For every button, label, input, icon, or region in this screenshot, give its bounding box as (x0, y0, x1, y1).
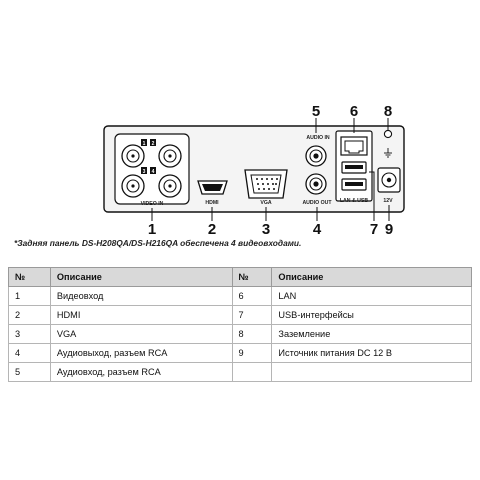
table-row: 4 Аудиовыход, разъем RCA 9 Источник пита… (8, 343, 472, 363)
cell-description: Видеовход (49, 286, 233, 306)
cell-description: HDMI (49, 305, 233, 325)
cell-number: 8 (231, 324, 273, 344)
table-row: 1 Видеовход 6 LAN (8, 286, 472, 306)
callout-2: 2 (208, 221, 216, 236)
header-description: Описание (271, 267, 472, 287)
cell-number: 7 (231, 305, 273, 325)
footnote: *Задняя панель DS-H208QA/DS-H216QA обесп… (14, 238, 302, 248)
audio-in-label: AUDIO IN (306, 135, 330, 141)
vga-label: VGA (260, 200, 271, 206)
bnc-number-1: 1 (143, 141, 146, 147)
dc-power-jack-icon (377, 167, 401, 193)
video-in-group: 1 2 3 4 VIDEO IN (114, 133, 190, 207)
power-label: 12V (383, 198, 393, 204)
table-row: 5 Аудиовход, разъем RCA (8, 362, 472, 382)
cell-number (231, 362, 273, 382)
cell-description (271, 362, 472, 382)
hdmi-label: HDMI (205, 200, 219, 206)
bnc-connector-icon (158, 174, 182, 198)
bnc-number-2: 2 (152, 141, 155, 147)
spec-table: № Описание № Описание 1 Видеовход 6 LAN … (8, 267, 472, 382)
lan-port-icon (340, 136, 368, 156)
table-header-row: № Описание № Описание (8, 267, 472, 287)
bnc-number-4: 4 (152, 169, 155, 175)
cell-description: USB-интерфейсы (271, 305, 472, 325)
lan-usb-label: LAN & USB (340, 198, 368, 204)
callout-6: 6 (350, 103, 358, 120)
cell-description: LAN (271, 286, 472, 306)
cell-number: 1 (8, 286, 51, 306)
vga-port-icon (244, 169, 288, 199)
callout-3: 3 (262, 221, 270, 236)
cell-description: VGA (49, 324, 233, 344)
table-row: 2 HDMI 7 USB-интерфейсы (8, 305, 472, 325)
audio-out-label: AUDIO OUT (302, 200, 332, 206)
usb-port-icon (341, 161, 367, 174)
callout-7: 7 (370, 221, 378, 236)
callout-8: 8 (384, 103, 392, 120)
usb-port-icon (341, 178, 367, 191)
header-number: № (8, 267, 51, 287)
bnc-number-3: 3 (143, 169, 146, 175)
cell-number: 5 (8, 362, 51, 382)
callout-1: 1 (148, 221, 156, 236)
bnc-connector-icon (158, 144, 182, 168)
cell-description: Аудиовход, разъем RCA (49, 362, 233, 382)
hdmi-port-icon (197, 180, 228, 195)
cell-number: 2 (8, 305, 51, 325)
rear-panel-diagram: 1 2 3 4 VIDEO IN HDMI VGA AUDIO IN AUDIO… (103, 103, 405, 236)
bnc-connector-icon (121, 174, 145, 198)
callout-5: 5 (312, 103, 320, 120)
header-description: Описание (49, 267, 233, 287)
cell-number: 6 (231, 286, 273, 306)
bnc-connector-icon (121, 144, 145, 168)
callout-9: 9 (385, 221, 393, 236)
rca-connector-icon (305, 145, 327, 167)
cell-description: Аудиовыход, разъем RCA (49, 343, 233, 363)
table-row: 3 VGA 8 Заземление (8, 324, 472, 344)
rca-connector-icon (305, 173, 327, 195)
cell-description: Источник питания DC 12 В (271, 343, 472, 363)
ground-icon (383, 129, 393, 158)
cell-number: 9 (231, 343, 273, 363)
callout-4: 4 (313, 221, 322, 236)
cell-number: 4 (8, 343, 51, 363)
header-number: № (231, 267, 273, 287)
video-in-label: VIDEO IN (141, 201, 164, 207)
cell-number: 3 (8, 324, 51, 344)
cell-description: Заземление (271, 324, 472, 344)
